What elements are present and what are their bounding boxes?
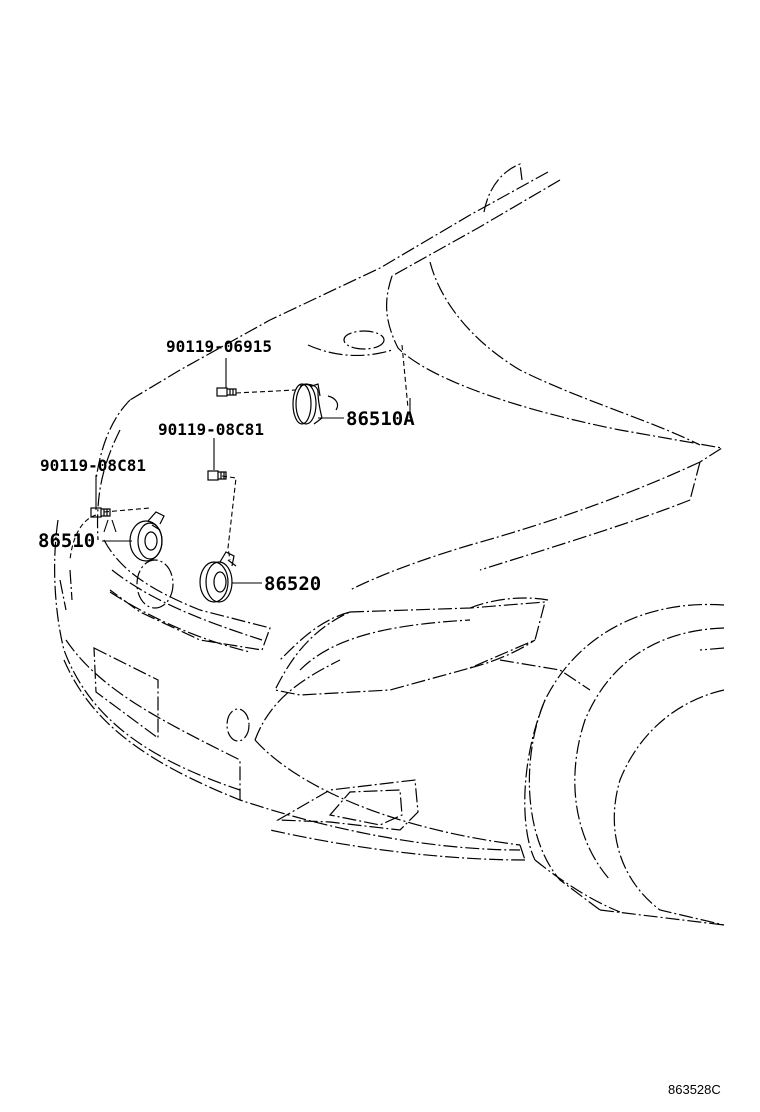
- bolt-upper-label: 90119-06915: [166, 337, 272, 356]
- bolt-middle-icon: [207, 470, 227, 481]
- bolt-middle-label: 90119-08C81: [158, 420, 264, 439]
- bolt-left-icon: [90, 507, 111, 518]
- bolt-upper-icon: [216, 387, 237, 397]
- illustration-code: 863528C: [668, 1082, 721, 1097]
- horn-upper-icon: [292, 383, 344, 425]
- horn-left-icon: [129, 511, 174, 609]
- horn-high-left-label: 86510: [38, 530, 95, 552]
- horn-low-icon: [199, 551, 237, 603]
- bolt-left-label: 90119-08C81: [40, 456, 146, 475]
- horn-high-right-label: 86510A: [346, 408, 415, 430]
- horn-low-label: 86520: [264, 573, 321, 595]
- vehicle-body-outline: [54, 163, 725, 926]
